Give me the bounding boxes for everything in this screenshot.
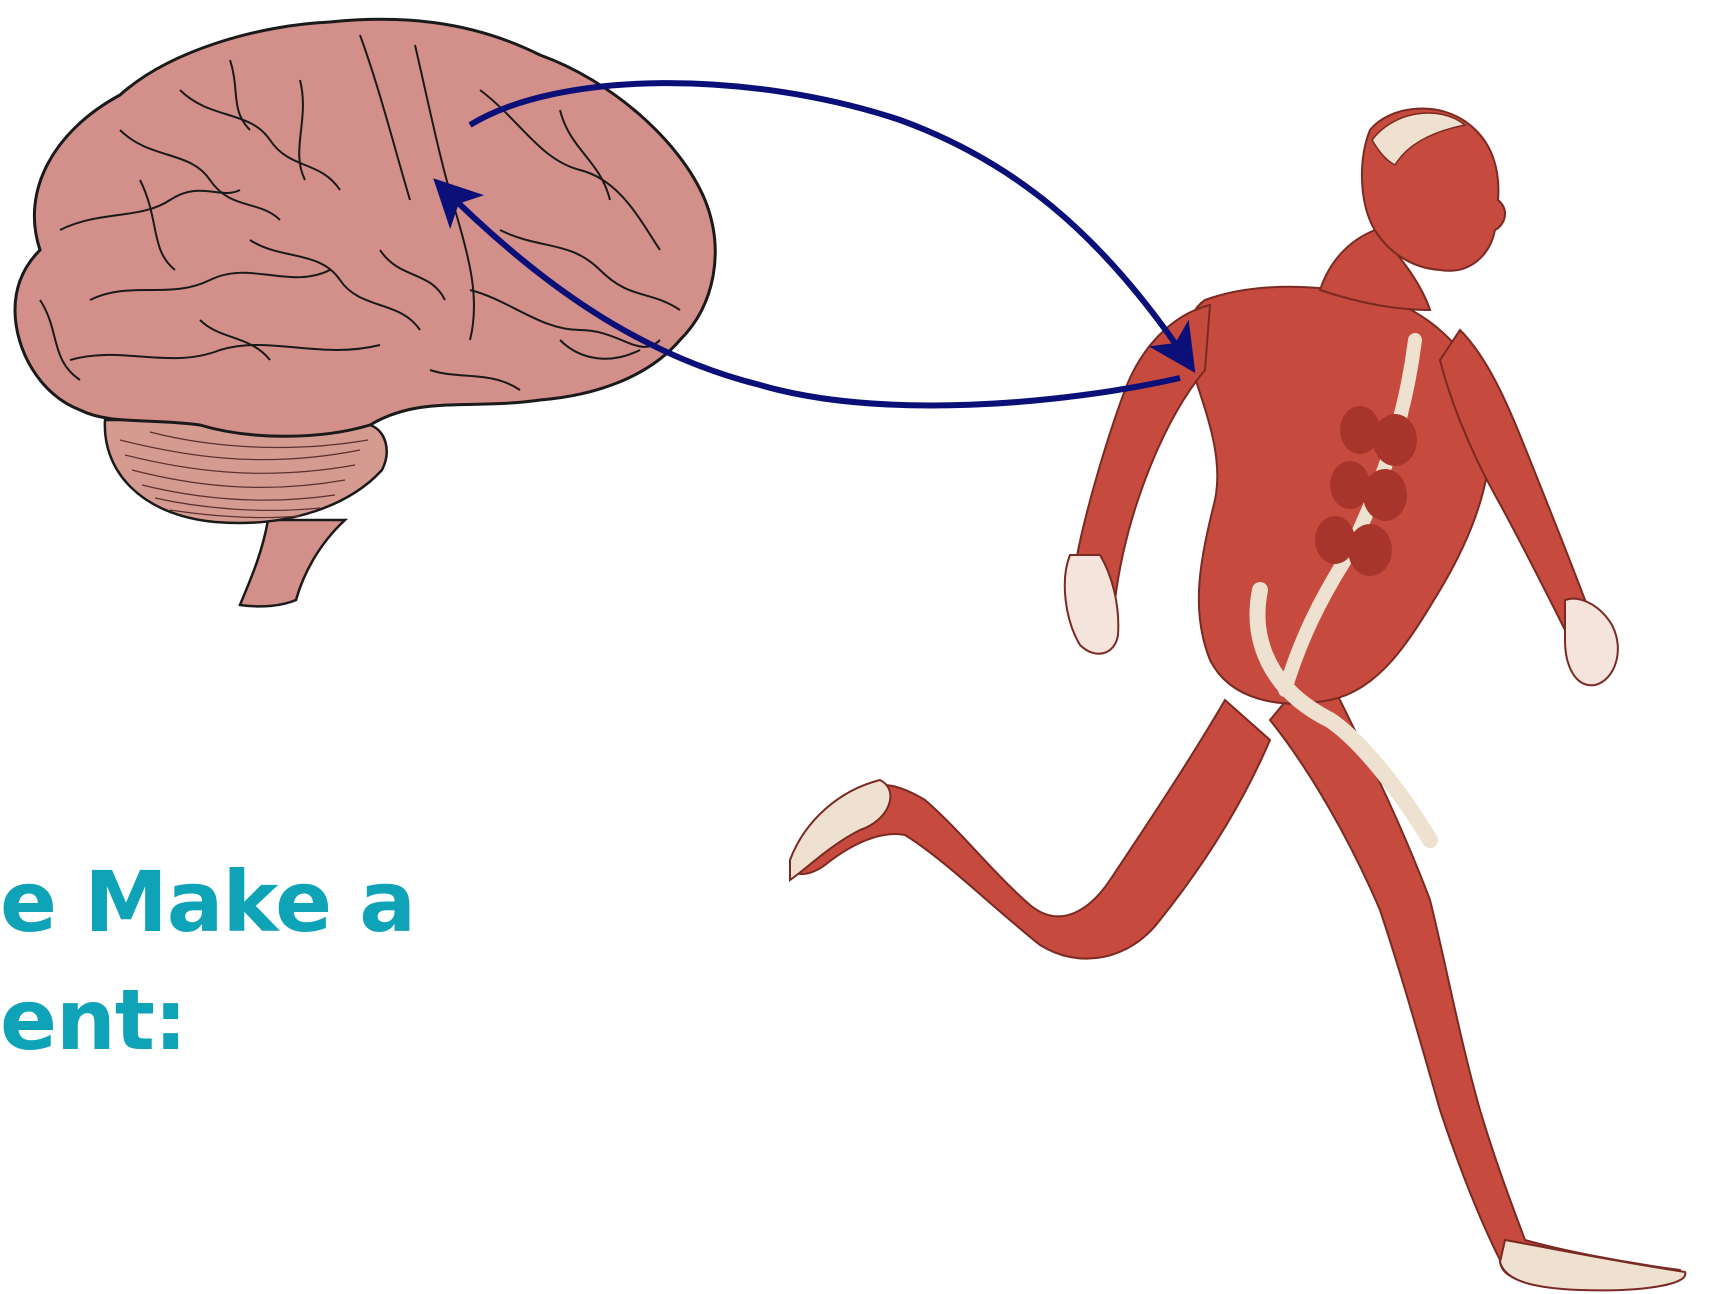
front-leg (1270, 660, 1681, 1288)
running-muscle-figure (790, 109, 1685, 1291)
heading-line-1: e Make a (0, 860, 415, 944)
cerebrum (15, 19, 715, 436)
brain-illustration (15, 19, 715, 606)
brainstem (240, 520, 345, 606)
front-foot (1500, 1240, 1685, 1290)
right-fist (1565, 599, 1618, 686)
heading-line-2: ent: (0, 978, 187, 1062)
